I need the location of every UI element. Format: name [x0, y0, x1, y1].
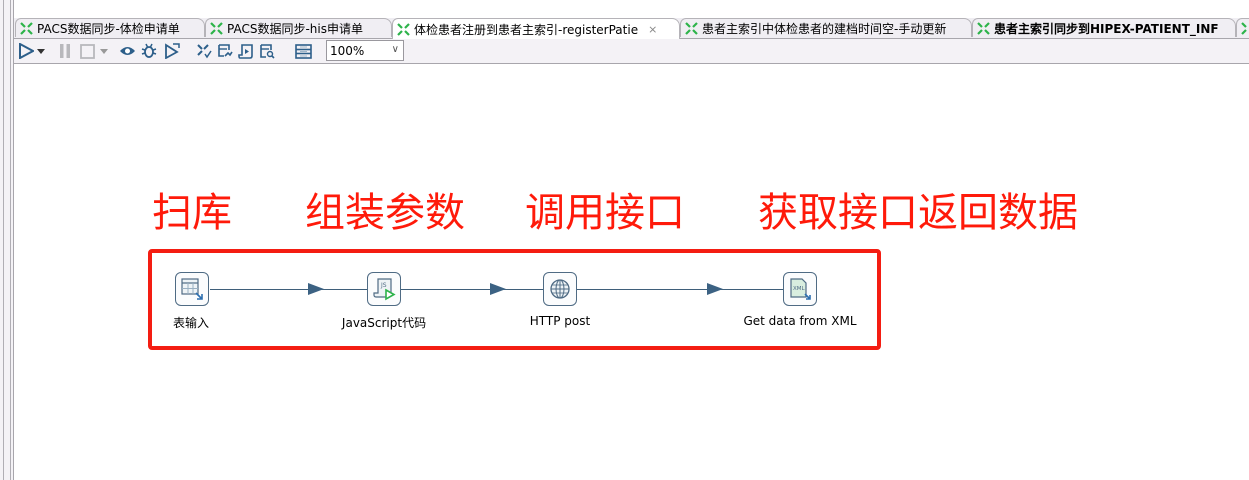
pause-button[interactable]: [56, 42, 74, 60]
step-get-xml[interactable]: XML: [783, 272, 817, 306]
hop-1[interactable]: [210, 289, 367, 290]
close-tab-icon[interactable]: ⨯: [648, 22, 658, 36]
transformation-icon: [20, 21, 33, 35]
run-button[interactable]: [17, 42, 35, 60]
hop-arrow-icon: [707, 283, 723, 295]
table-input-icon: [181, 278, 203, 300]
tab-pacs-his[interactable]: PACS数据同步-his申请单: [205, 18, 392, 37]
stop-dropdown[interactable]: [99, 42, 109, 60]
left-panel-edge: [0, 0, 14, 480]
chevron-down-icon: ∨: [391, 44, 399, 55]
step-label: Get data from XML: [743, 314, 857, 328]
run-dropdown[interactable]: [36, 42, 46, 60]
verify-button[interactable]: [195, 42, 213, 60]
annotation-get-response: 获取接口返回数据: [758, 190, 1078, 236]
impact-analysis-icon: [218, 44, 233, 57]
annotation-call-api: 调用接口: [525, 190, 685, 236]
pause-icon: [60, 44, 70, 58]
svg-text:JS: JS: [380, 282, 387, 289]
transformation-canvas[interactable]: [14, 64, 1249, 480]
chevron-down-icon: [37, 48, 45, 54]
tab-label: 患者主索引同步到HIPEX-PATIENT_INF: [994, 21, 1219, 36]
step-label: JavaScript代码: [341, 316, 427, 330]
hop-arrow-icon: [490, 283, 506, 295]
transformation-toolbar: 100% ∨: [14, 39, 1249, 64]
impact-button[interactable]: [216, 42, 234, 60]
transformation-icon: [1241, 21, 1247, 35]
annotation-assemble-params: 组装参数: [305, 190, 465, 236]
sql-button[interactable]: [237, 42, 255, 60]
debug-button[interactable]: [140, 42, 158, 60]
stop-button[interactable]: [78, 42, 96, 60]
editor-tabbar: PACS数据同步-体检申请单 PACS数据同步-his申请单 体检患者注册到患者…: [14, 18, 1249, 39]
stop-icon: [79, 43, 95, 59]
step-table-input[interactable]: [175, 272, 209, 306]
step-http-post[interactable]: [543, 272, 577, 306]
tab-pacs-exam[interactable]: PACS数据同步-体检申请单: [15, 18, 205, 37]
tab-label: 体检患者注册到患者主索引-registerPatie: [414, 22, 639, 37]
zoom-level-select[interactable]: 100% ∨: [326, 40, 404, 61]
transformation-icon: [977, 21, 990, 35]
annotation-scan-db: 扫库: [152, 190, 232, 236]
hop-2[interactable]: [401, 289, 543, 290]
hop-3[interactable]: [577, 289, 783, 290]
transformation-icon: [397, 22, 410, 36]
tab-label: 患者主索引中体检患者的建档时间空-手动更新: [702, 21, 947, 36]
step-label: 表输入: [172, 316, 210, 330]
tab-label: PACS数据同步-his申请单: [227, 21, 363, 36]
transformation-editor: PACS数据同步-体检申请单 PACS数据同步-his申请单 体检患者注册到患者…: [13, 0, 1249, 480]
transformation-icon: [685, 21, 698, 35]
script-icon: [238, 44, 253, 59]
preview-button[interactable]: [118, 42, 136, 60]
explore-db-button[interactable]: [258, 42, 276, 60]
verify-icon: [197, 44, 212, 59]
bug-icon: [141, 43, 157, 58]
tab-label: PACS数据同步-体检申请单: [37, 21, 180, 36]
tab-overflow[interactable]: [1236, 18, 1249, 37]
highlight-box: [148, 249, 881, 350]
zoom-level-value: 100%: [330, 43, 365, 58]
tab-register-patient[interactable]: 体检患者注册到患者主索引-registerPatie ⨯: [392, 18, 680, 39]
globe-icon: [550, 279, 570, 299]
chevron-down-icon: [100, 48, 108, 54]
svg-text:XML: XML: [793, 286, 806, 292]
replay-icon: [164, 43, 180, 59]
grid-icon: [294, 43, 312, 59]
tab-hipex-sync[interactable]: 患者主索引同步到HIPEX-PATIENT_INF: [972, 18, 1236, 37]
step-label: HTTP post: [529, 314, 591, 328]
transformation-icon: [210, 21, 223, 35]
xml-file-icon: XML: [790, 278, 811, 300]
run-icon: [19, 43, 34, 59]
hop-arrow-icon: [308, 283, 324, 295]
tab-manual-update[interactable]: 患者主索引中体检患者的建档时间空-手动更新: [680, 18, 972, 37]
step-javascript[interactable]: JS: [367, 272, 401, 306]
javascript-icon: JS: [373, 278, 396, 301]
replay-button[interactable]: [163, 42, 181, 60]
grid-button[interactable]: [294, 42, 312, 60]
eye-icon: [119, 47, 135, 55]
explore-db-icon: [260, 44, 275, 59]
